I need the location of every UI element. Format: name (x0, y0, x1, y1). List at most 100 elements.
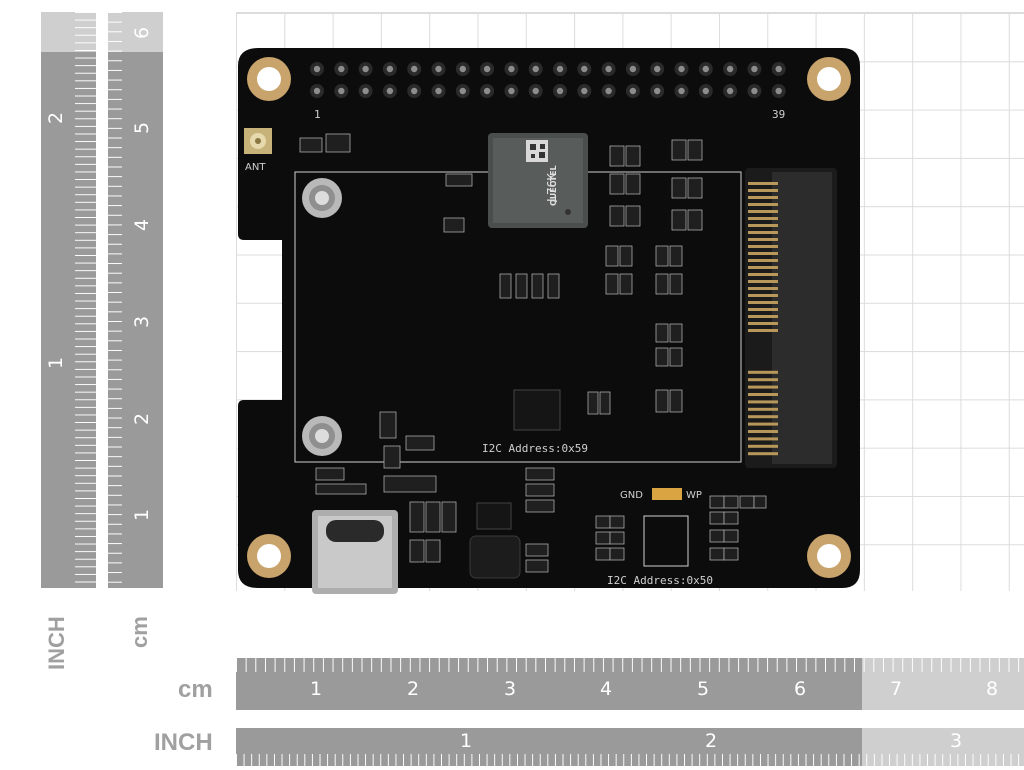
m2-pin (748, 308, 778, 311)
m2-pin (748, 452, 778, 456)
m2-pin (748, 259, 778, 262)
m2-pin (748, 203, 778, 206)
ic-eeprom (643, 515, 689, 567)
gpio-pad-hole (726, 65, 734, 73)
gpio-pad-hole (483, 87, 491, 95)
gpio-pad-hole (751, 87, 758, 95)
cm-bottom-6: 6 (794, 678, 807, 700)
smd-component (687, 209, 703, 231)
i2c-label-0x50: I2C Address:0x50 (607, 574, 713, 587)
gpio-pad-hole (435, 87, 442, 95)
m2-pin (748, 273, 778, 276)
gpio-pad-hole (362, 87, 369, 95)
smd-component (669, 347, 683, 367)
smd-component (669, 323, 683, 343)
smd-component (587, 391, 599, 415)
smd-component (599, 391, 611, 415)
smd-component (723, 511, 739, 525)
smd-component (609, 515, 625, 529)
mounting-hole-top-right (807, 57, 851, 101)
smd-component (655, 347, 669, 367)
gpio-pad-hole (629, 87, 637, 95)
gpio-pad-hole (435, 65, 442, 73)
ic-regulator (476, 502, 512, 530)
smd-component (619, 273, 633, 295)
mounting-hole-bottom-left (247, 534, 291, 578)
smd-component (609, 145, 625, 167)
smd-component (671, 177, 687, 199)
gpio-pad-hole (605, 65, 612, 73)
wp-label: WP (686, 490, 702, 501)
smd-component (709, 529, 725, 543)
m2-pin (748, 422, 778, 426)
gpio-pad-hole (386, 65, 394, 73)
pin39-label: 39 (772, 108, 785, 121)
m2-pin (748, 231, 778, 234)
smd-component (753, 495, 767, 509)
m2-pin (748, 280, 778, 283)
standoff-bottom (302, 416, 342, 456)
m2-pin (748, 245, 778, 248)
smd-component (425, 539, 441, 563)
smd-component (409, 539, 425, 563)
smd-component (669, 245, 683, 267)
smd-component (605, 245, 619, 267)
gpio-pad-hole (775, 65, 782, 73)
gpio-pad-hole (459, 65, 466, 73)
m2-pin (748, 217, 778, 220)
smd-component (383, 475, 437, 493)
smd-component (315, 467, 345, 481)
bottom-cm-unit-label: cm (178, 676, 213, 703)
smd-component (687, 139, 703, 161)
smd-component (525, 499, 555, 513)
m2-pin (748, 370, 778, 374)
smd-component (625, 205, 641, 227)
gpio-pad-hole (411, 65, 418, 73)
gpio-pad-hole (386, 87, 394, 95)
m2-pin (748, 287, 778, 290)
i2c-label-0x59: I2C Address:0x59 (482, 442, 588, 455)
m2-pin (748, 301, 778, 304)
gpio-pad-hole (702, 65, 709, 73)
smd-component (441, 501, 457, 533)
gpio-pad-hole (556, 87, 564, 95)
m2-pin (748, 415, 778, 419)
smd-component (605, 273, 619, 295)
smd-component (525, 483, 555, 497)
antenna-connector (244, 128, 272, 154)
gpio-pad-hole (629, 65, 637, 73)
standoff-top (302, 178, 342, 218)
cm-bottom-4: 4 (600, 678, 613, 700)
cm-bottom-1: 1 (310, 678, 323, 700)
wp-jumper (652, 488, 682, 500)
gpio-pad-hole (483, 65, 491, 73)
gpio-pad-hole (581, 87, 588, 95)
mounting-hole-bottom-right (807, 534, 851, 578)
gpio-pad-hole (678, 65, 685, 73)
cm-bottom-7: 7 (890, 678, 903, 700)
smd-component (609, 173, 625, 195)
smd-component (609, 205, 625, 227)
pin1-label: 1 (314, 108, 321, 121)
gpio-pad-hole (678, 87, 685, 95)
smd-component (655, 323, 669, 343)
smd-component (669, 273, 683, 295)
smd-component (531, 273, 544, 299)
m2-pin (748, 329, 778, 332)
smd-component (739, 495, 755, 509)
inch-bottom-1: 1 (460, 730, 473, 752)
smd-component (595, 531, 611, 545)
smd-component (547, 273, 560, 299)
antenna-label: ANT (245, 162, 266, 173)
smd-component (709, 547, 725, 561)
smd-component (723, 547, 739, 561)
smd-component (425, 501, 441, 533)
cm-bottom-8: 8 (986, 678, 999, 700)
m2-pin (748, 182, 778, 185)
gpio-pad-hole (411, 87, 418, 95)
inch-bottom-3: 3 (950, 730, 963, 752)
m2-pin (748, 393, 778, 396)
smd-component (687, 177, 703, 199)
m2-pin (748, 189, 778, 192)
